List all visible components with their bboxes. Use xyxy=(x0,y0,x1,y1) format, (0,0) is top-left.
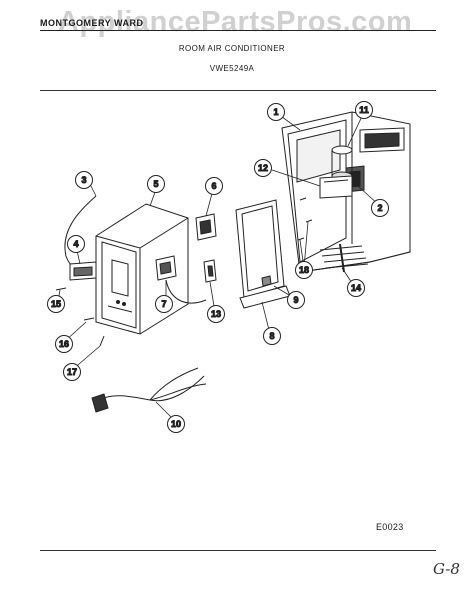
callout-14: 14 xyxy=(347,279,365,297)
header-rule xyxy=(40,30,436,31)
callout-label: 14 xyxy=(351,283,361,293)
part-18-screws xyxy=(297,197,313,241)
callout-10: 10 xyxy=(167,415,185,433)
callout-label: 11 xyxy=(359,105,369,115)
part-17-screw xyxy=(99,335,105,347)
callout-label: 5 xyxy=(153,179,158,189)
part-13-sensor xyxy=(203,259,217,283)
part-10-harness xyxy=(91,367,207,413)
callout-18: 18 xyxy=(295,261,313,279)
callout-9: 9 xyxy=(287,291,305,309)
callout-label: 8 xyxy=(269,331,274,341)
part-15-screw xyxy=(55,287,67,291)
callout-label: 17 xyxy=(67,367,77,377)
callout-17: 17 xyxy=(63,363,81,381)
brand-name: MONTGOMERY WARD xyxy=(40,18,144,28)
callout-label: 3 xyxy=(81,175,86,185)
callout-4: 4 xyxy=(67,235,85,253)
callout-label: 15 xyxy=(51,299,61,309)
callout-label: 7 xyxy=(161,299,166,309)
part-9-insulation-panel xyxy=(235,199,285,299)
callout-3: 3 xyxy=(75,171,93,189)
callout-15: 15 xyxy=(47,295,65,313)
header-divider xyxy=(40,90,436,91)
callout-label: 4 xyxy=(73,239,78,249)
callout-label: 2 xyxy=(377,203,382,213)
callout-label: 12 xyxy=(258,163,268,173)
part-14-wire-harness xyxy=(319,243,369,273)
part-3-lead-wire xyxy=(64,195,97,270)
callout-8: 8 xyxy=(263,327,281,345)
callout-6: 6 xyxy=(205,177,223,195)
watermark: AppliancePartsPros.com xyxy=(58,6,413,38)
callout-label: 6 xyxy=(211,181,216,191)
part-7-thermostat xyxy=(155,255,207,304)
part-6-switch xyxy=(195,213,217,241)
part-12-bracket xyxy=(319,175,353,199)
diagram-title: ROOM AIR CONDITIONER xyxy=(178,44,286,53)
part-16-screw xyxy=(83,317,95,321)
callout-13: 13 xyxy=(207,305,225,323)
callout-16: 16 xyxy=(55,335,73,353)
model-number: VWE5249A xyxy=(209,64,255,73)
part-4-terminal-block xyxy=(69,261,97,281)
callout-12: 12 xyxy=(254,159,272,177)
callout-label: 13 xyxy=(211,309,221,319)
callout-2: 2 xyxy=(371,199,389,217)
callout-1: 1 xyxy=(267,103,285,121)
callout-label: 16 xyxy=(59,339,69,349)
callout-label: 1 xyxy=(273,107,278,117)
callout-label: 18 xyxy=(299,265,309,275)
callout-label: 10 xyxy=(171,419,181,429)
callout-7: 7 xyxy=(155,295,173,313)
callout-11: 11 xyxy=(355,101,373,119)
callout-label: 9 xyxy=(293,295,298,305)
callout-5: 5 xyxy=(147,175,165,193)
handwritten-mark: G-8 xyxy=(433,560,460,578)
drawing-code: E0023 xyxy=(376,522,404,532)
footer-rule xyxy=(40,550,436,551)
